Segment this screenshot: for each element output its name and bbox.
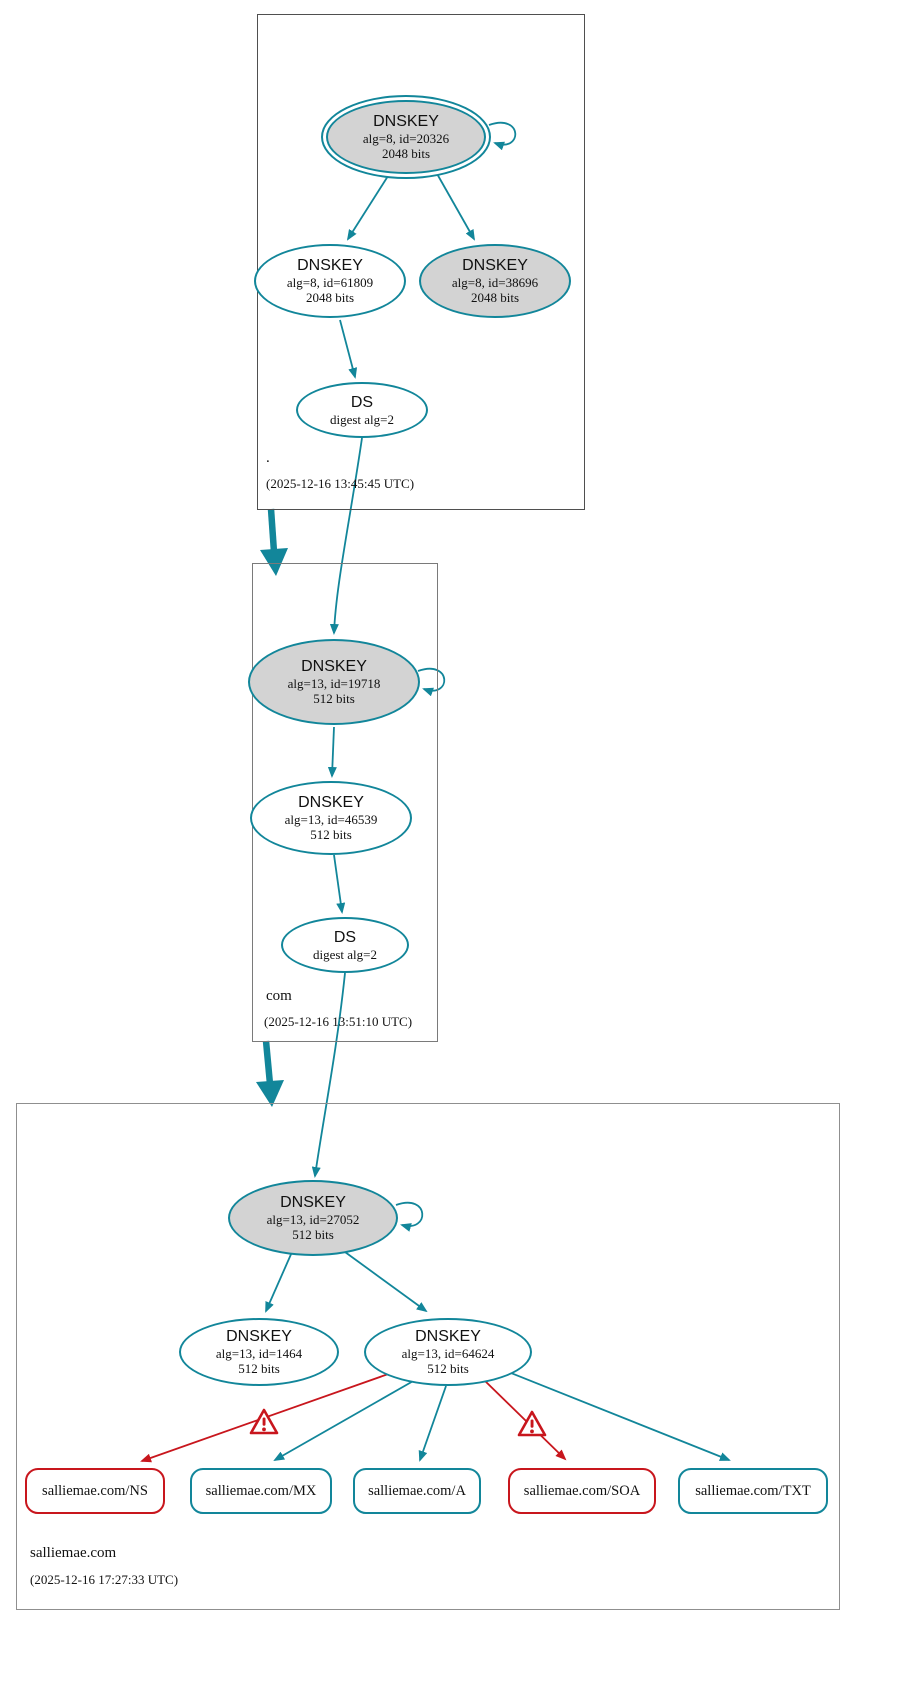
zone-timestamp-com: (2025-12-16 13:51:10 UTC)	[264, 1014, 413, 1029]
node-detail: digest alg=2	[312, 946, 378, 962]
rrset-label: salliemae.com/TXT	[695, 1482, 811, 1499]
zone-label-salliemae-com: salliemae.com	[30, 1545, 117, 1561]
node-detail: 512 bits	[427, 1361, 469, 1376]
node-detail: 512 bits	[238, 1361, 280, 1376]
node-title: DNSKEY	[301, 658, 367, 675]
zone-box-com	[252, 563, 438, 1042]
dnskey-node-38696[interactable]: DNSKEY alg=8, id=38696 2048 bits	[419, 244, 571, 318]
node-detail: alg=13, id=1464	[215, 1346, 303, 1361]
dnskey-node-46539[interactable]: DNSKEY alg=13, id=46539 512 bits	[250, 781, 412, 855]
node-title: DNSKEY	[373, 113, 439, 130]
edge-ksk-to-zsk	[327, 726, 337, 778]
node-detail: 2048 bits	[305, 290, 355, 305]
node-title: DS	[350, 393, 374, 411]
delegation-arrow-root-com	[267, 508, 278, 553]
node-title: DNSKEY	[297, 257, 363, 274]
rrset-node-mx[interactable]: salliemae.com/MX	[190, 1468, 332, 1514]
edge-ds-to-com-ksk	[329, 437, 363, 635]
edge-ds-to-sm-ksk	[311, 972, 346, 1178]
dnskey-node-27052-ksk[interactable]: DNSKEY alg=13, id=27052 512 bits	[228, 1180, 398, 1256]
node-title: DNSKEY	[226, 1328, 292, 1345]
node-title: DNSKEY	[415, 1328, 481, 1345]
dnskey-node-20326-ksk[interactable]: DNSKEY alg=8, id=20326 2048 bits	[321, 95, 491, 179]
rrset-label: salliemae.com/NS	[42, 1482, 148, 1499]
node-detail: alg=8, id=20326	[362, 131, 450, 146]
node-detail: 2048 bits	[381, 146, 431, 161]
zone-label-com: com	[266, 988, 292, 1004]
edge-zsk-to-ds	[333, 854, 346, 914]
ds-node-com[interactable]: DS digest alg=2	[281, 917, 409, 973]
ds-node-root[interactable]: DS digest alg=2	[296, 382, 428, 438]
edge-rrsig-a	[418, 1385, 447, 1462]
rrset-label: salliemae.com/MX	[205, 1482, 317, 1499]
warning-icon[interactable]	[248, 1407, 280, 1437]
node-title: DNSKEY	[280, 1194, 346, 1211]
node-detail: 512 bits	[313, 691, 355, 706]
zone-box-root	[257, 14, 585, 510]
node-title: DNSKEY	[462, 257, 528, 274]
self-sign-loop	[395, 1202, 424, 1232]
zone-timestamp-root: (2025-12-16 13:45:45 UTC)	[266, 476, 415, 491]
dnskey-node-19718-ksk[interactable]: DNSKEY alg=13, id=19718 512 bits	[248, 639, 420, 725]
rrset-node-ns[interactable]: salliemae.com/NS	[25, 1468, 165, 1514]
dnskey-node-64624[interactable]: DNSKEY alg=13, id=64624 512 bits	[364, 1318, 532, 1386]
delegation-arrowhead	[256, 1080, 284, 1107]
node-detail: 2048 bits	[470, 290, 520, 305]
zone-box-salliemae-com	[16, 1103, 840, 1610]
edge-zsk-to-ds	[339, 319, 358, 379]
node-detail: digest alg=2	[329, 411, 395, 427]
edge-ksk-to-zsk64624	[344, 1251, 428, 1313]
dnskey-node-1464[interactable]: DNSKEY alg=13, id=1464 512 bits	[179, 1318, 339, 1386]
edge-ksk-to-zsk1464	[265, 1251, 293, 1313]
zone-label-root: .	[266, 450, 270, 466]
delegation-arrowhead	[260, 548, 288, 576]
node-detail: 512 bits	[292, 1227, 334, 1242]
node-detail: alg=13, id=64624	[401, 1346, 495, 1361]
self-sign-loop	[488, 122, 517, 151]
edge-ksk-to-zsk	[346, 175, 389, 241]
node-detail: alg=13, id=19718	[287, 676, 381, 691]
node-title: DNSKEY	[298, 794, 364, 811]
warning-icon[interactable]	[516, 1409, 548, 1439]
delegation-arrow-com-sm	[262, 1040, 274, 1085]
rrset-label: salliemae.com/A	[368, 1482, 466, 1499]
rrset-node-txt[interactable]: salliemae.com/TXT	[678, 1468, 828, 1514]
dnskey-node-61809[interactable]: DNSKEY alg=8, id=61809 2048 bits	[254, 244, 406, 318]
rrset-label: salliemae.com/SOA	[523, 1482, 641, 1499]
node-detail: 512 bits	[310, 827, 352, 842]
self-sign-loop	[417, 668, 446, 697]
node-detail: alg=13, id=27052	[266, 1212, 360, 1227]
node-detail: alg=8, id=38696	[451, 275, 539, 290]
rrset-node-a[interactable]: salliemae.com/A	[353, 1468, 481, 1514]
edge-rrsig-soa	[482, 1378, 567, 1461]
edge-ksk-to-dnskey	[435, 171, 475, 241]
node-title: DS	[333, 928, 357, 946]
rrset-node-soa[interactable]: salliemae.com/SOA	[508, 1468, 656, 1514]
node-detail: alg=13, id=46539	[284, 812, 378, 827]
edge-rrsig-mx	[273, 1379, 416, 1461]
zone-timestamp-salliemae-com: (2025-12-16 17:27:33 UTC)	[30, 1572, 179, 1587]
edge-rrsig-txt	[505, 1370, 731, 1461]
dnskey-node-20326-inner-ring: DNSKEY alg=8, id=20326 2048 bits	[326, 100, 486, 174]
node-detail: alg=8, id=61809	[286, 275, 374, 290]
